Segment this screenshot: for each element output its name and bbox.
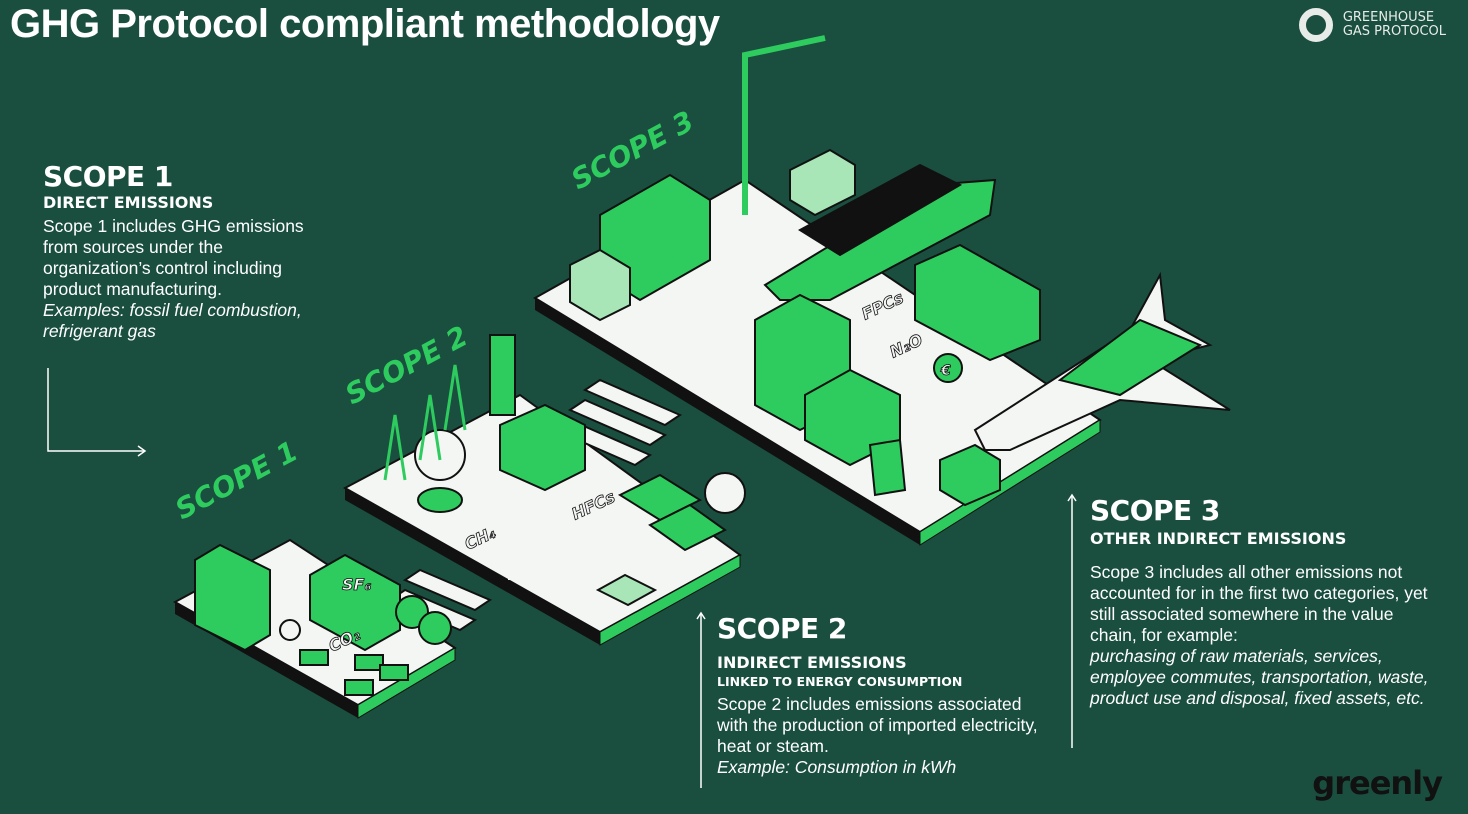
logo-line2: GAS PROTOCOL	[1342, 24, 1446, 39]
ghg-ring-icon	[1298, 8, 1333, 42]
scope3-body: Scope 3 includes all other emissions not…	[1090, 562, 1428, 645]
page-title: GHG Protocol compliant methodology	[10, 2, 720, 46]
scope2-subheading2: LINKED TO ENERGY CONSUMPTION	[717, 674, 963, 689]
scope1-body: Scope 1 includes GHG emissions from sour…	[43, 216, 304, 299]
scope3-heading: SCOPE 3	[1090, 494, 1220, 527]
scope1-text: SCOPE 1 DIRECT EMISSIONS Scope 1 include…	[43, 160, 333, 342]
scope2-arrow-icon	[696, 611, 706, 788]
scope2-subheading: INDIRECT EMISSIONS	[717, 653, 907, 672]
scope2-body: Scope 2 includes emissions associated wi…	[717, 694, 1038, 756]
scope3-arrow-icon	[1067, 493, 1077, 748]
scope3-subheading: OTHER INDIRECT EMISSIONS	[1090, 529, 1347, 548]
scope2-heading: SCOPE 2	[717, 612, 847, 645]
illustration-label-scope2: SCOPE 2	[340, 319, 473, 411]
logo-line1: GREENHOUSE	[1342, 10, 1435, 25]
scope1-objects	[194, 543, 452, 696]
scope3-text: SCOPE 3 OTHER INDIRECT EMISSIONS Scope 3…	[1090, 494, 1435, 709]
scope2-example: Example: Consumption in kWh	[717, 757, 957, 777]
scope2-objects	[383, 334, 746, 607]
scope2-text: SCOPE 2 INDIRECT EMISSIONS LINKED TO ENE…	[717, 612, 1052, 778]
gas-sf6: SF₆	[342, 575, 371, 594]
scope3-example: purchasing of raw materials, services, e…	[1090, 646, 1429, 708]
scope1-arrow-icon	[47, 368, 147, 457]
illustration-label-scope1: SCOPE 1	[170, 434, 303, 526]
scope1-subheading: DIRECT EMISSIONS	[43, 193, 214, 212]
scope1-example: Examples: fossil fuel combustion, refrig…	[43, 300, 302, 341]
greenly-logo: greenly	[1312, 764, 1443, 802]
scope1-heading: SCOPE 1	[43, 160, 173, 193]
scope3-objects	[569, 35, 1231, 507]
euro-icon: €	[940, 363, 951, 379]
